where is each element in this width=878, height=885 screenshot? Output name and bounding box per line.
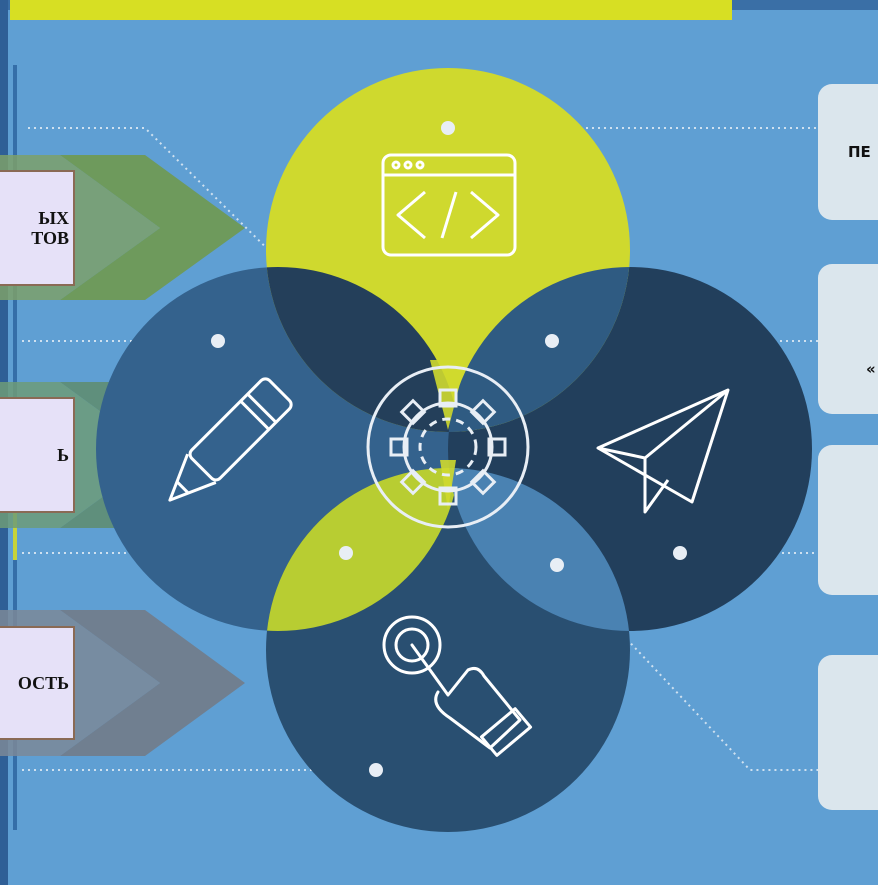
paper-plane-icon xyxy=(596,388,730,514)
left-label-box-2: Ь xyxy=(0,397,75,513)
touch-hand-icon xyxy=(382,615,533,757)
connector-dots xyxy=(211,121,687,777)
right-label-box-3 xyxy=(818,445,878,595)
pencil-icon xyxy=(168,377,293,502)
code-window-icon xyxy=(381,153,517,257)
right-label-box-1: ПЕ xyxy=(818,84,878,220)
top-accent-bar xyxy=(10,0,732,20)
left-label-box-3: ОСТЬ xyxy=(0,626,75,740)
right-label-box-4 xyxy=(818,655,878,810)
gear-icon xyxy=(366,365,530,529)
right-label-box-2: « xyxy=(818,264,878,414)
left-label-box-1: ЫХ ТОВ xyxy=(0,170,75,286)
